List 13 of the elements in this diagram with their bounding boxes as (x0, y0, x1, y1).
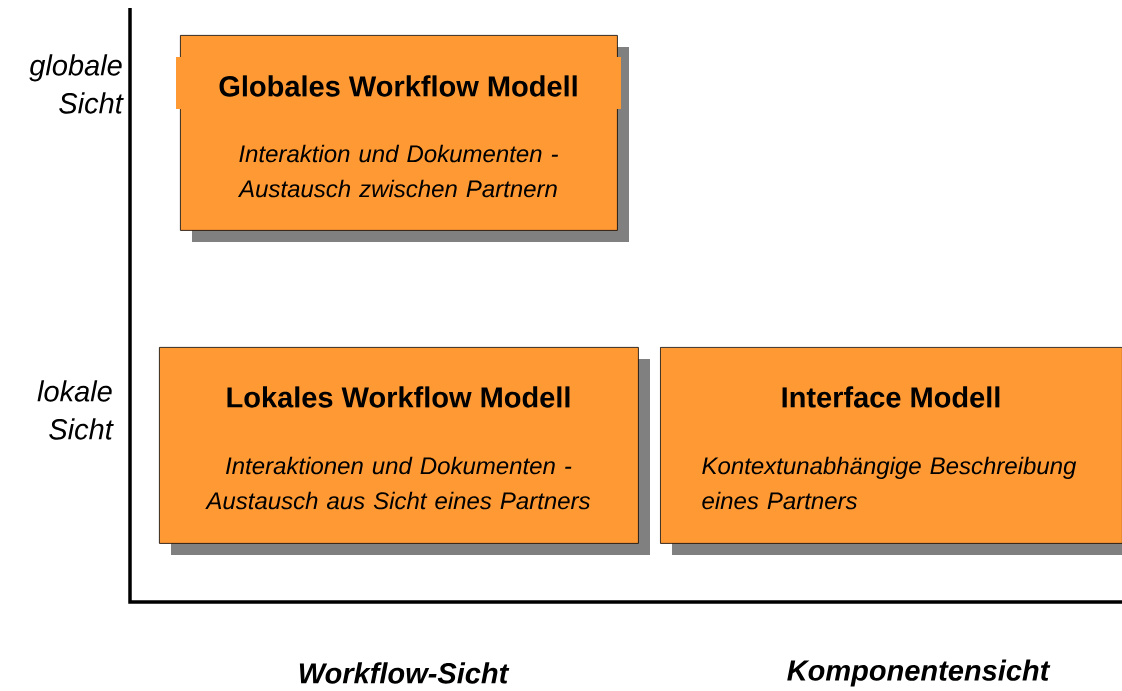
box-description: Interaktionen und Dokumenten - Austausch aus Sicht eines Partners (205, 456, 591, 510)
model-box (660, 347, 1122, 555)
box-title: Globales Workflow Modell (219, 75, 577, 97)
box-description: Kontextunabhängige Beschreibung eines Partners (702, 456, 1077, 510)
box-title: Lokales Workflow Modell (227, 386, 570, 408)
axis-label: globale Sicht (29, 54, 124, 114)
axis-label: lokale Sicht (37, 380, 114, 440)
model-box (159, 347, 650, 555)
model-box (176, 35, 629, 242)
axis-label: Workflow-Sicht (299, 662, 510, 684)
axis-label: Komponentensicht (787, 659, 1051, 687)
box-title: Interface Modell (782, 386, 1000, 408)
box-description: Interaktion und Dokumenten - Austausch zwischen Partnern (237, 144, 558, 198)
